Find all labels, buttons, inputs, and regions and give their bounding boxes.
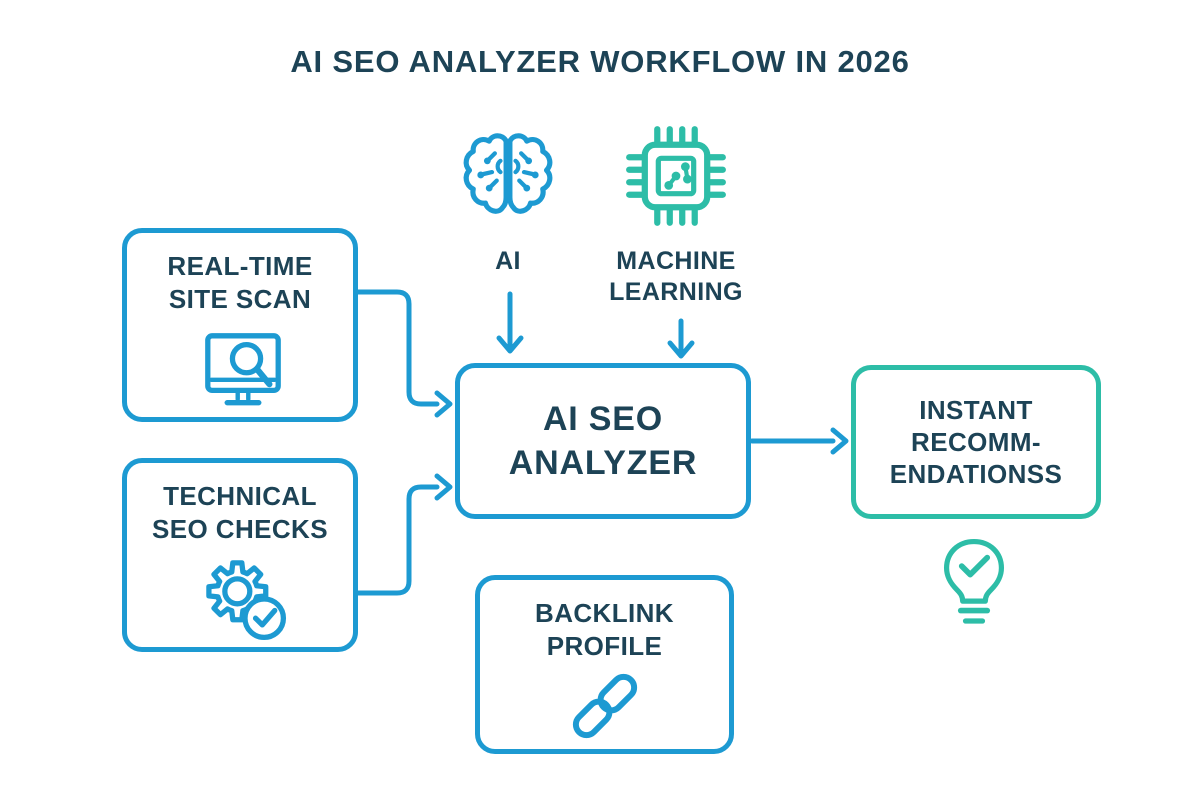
label-ml-line2: LEARNING (609, 278, 743, 306)
node-label-line: SITE SCAN (168, 284, 312, 314)
node-label-line: RECOMM- (911, 427, 1041, 457)
node-ai-seo-analyzer: AI SEO ANALYZER (455, 363, 751, 519)
label-machine-learning: MACHINE LEARNING (591, 246, 761, 308)
node-real-time-site-scan: REAL-TIME SITE SCAN (122, 228, 358, 422)
label-ml-line1: MACHINE (616, 247, 736, 275)
node-instant-recommendations: INSTANT RECOMM- ENDATIONSS (851, 365, 1101, 519)
arrow-ml-to-analyzer (667, 318, 695, 359)
monitor-search-icon (196, 327, 290, 415)
brain-icon (461, 124, 555, 224)
node-technical-seo-checks: TECHNICAL SEO CHECKS (122, 458, 358, 652)
node-label-line: REAL-TIME (167, 251, 313, 281)
gear-check-icon (197, 551, 293, 647)
connector-technical-to-analyzer (355, 473, 453, 596)
page-title: AI SEO ANALYZER WORKFLOW IN 2026 (290, 44, 910, 79)
chain-link-icon (557, 660, 653, 752)
label-ai: AI (458, 246, 558, 277)
node-label-line: INSTANT (919, 395, 1033, 425)
node-label-line: SEO CHECKS (152, 514, 328, 544)
node-label-line: ANALYZER (508, 444, 698, 482)
node-label-line: PROFILE (546, 631, 663, 661)
connector-realtime-to-analyzer (355, 289, 453, 418)
chip-icon (624, 124, 728, 228)
node-label-line: ENDATIONSS (889, 459, 1063, 489)
node-backlink-profile: BACKLINK PROFILE (475, 575, 734, 754)
arrow-analyzer-to-output (749, 427, 849, 455)
node-label-line: TECHNICAL (163, 481, 317, 511)
node-label-line: BACKLINK (535, 598, 674, 628)
label-ai-line: AI (495, 247, 521, 275)
lightbulb-check-icon (936, 534, 1012, 638)
node-label-line: AI SEO (542, 400, 664, 438)
arrow-ai-to-analyzer (496, 291, 524, 354)
